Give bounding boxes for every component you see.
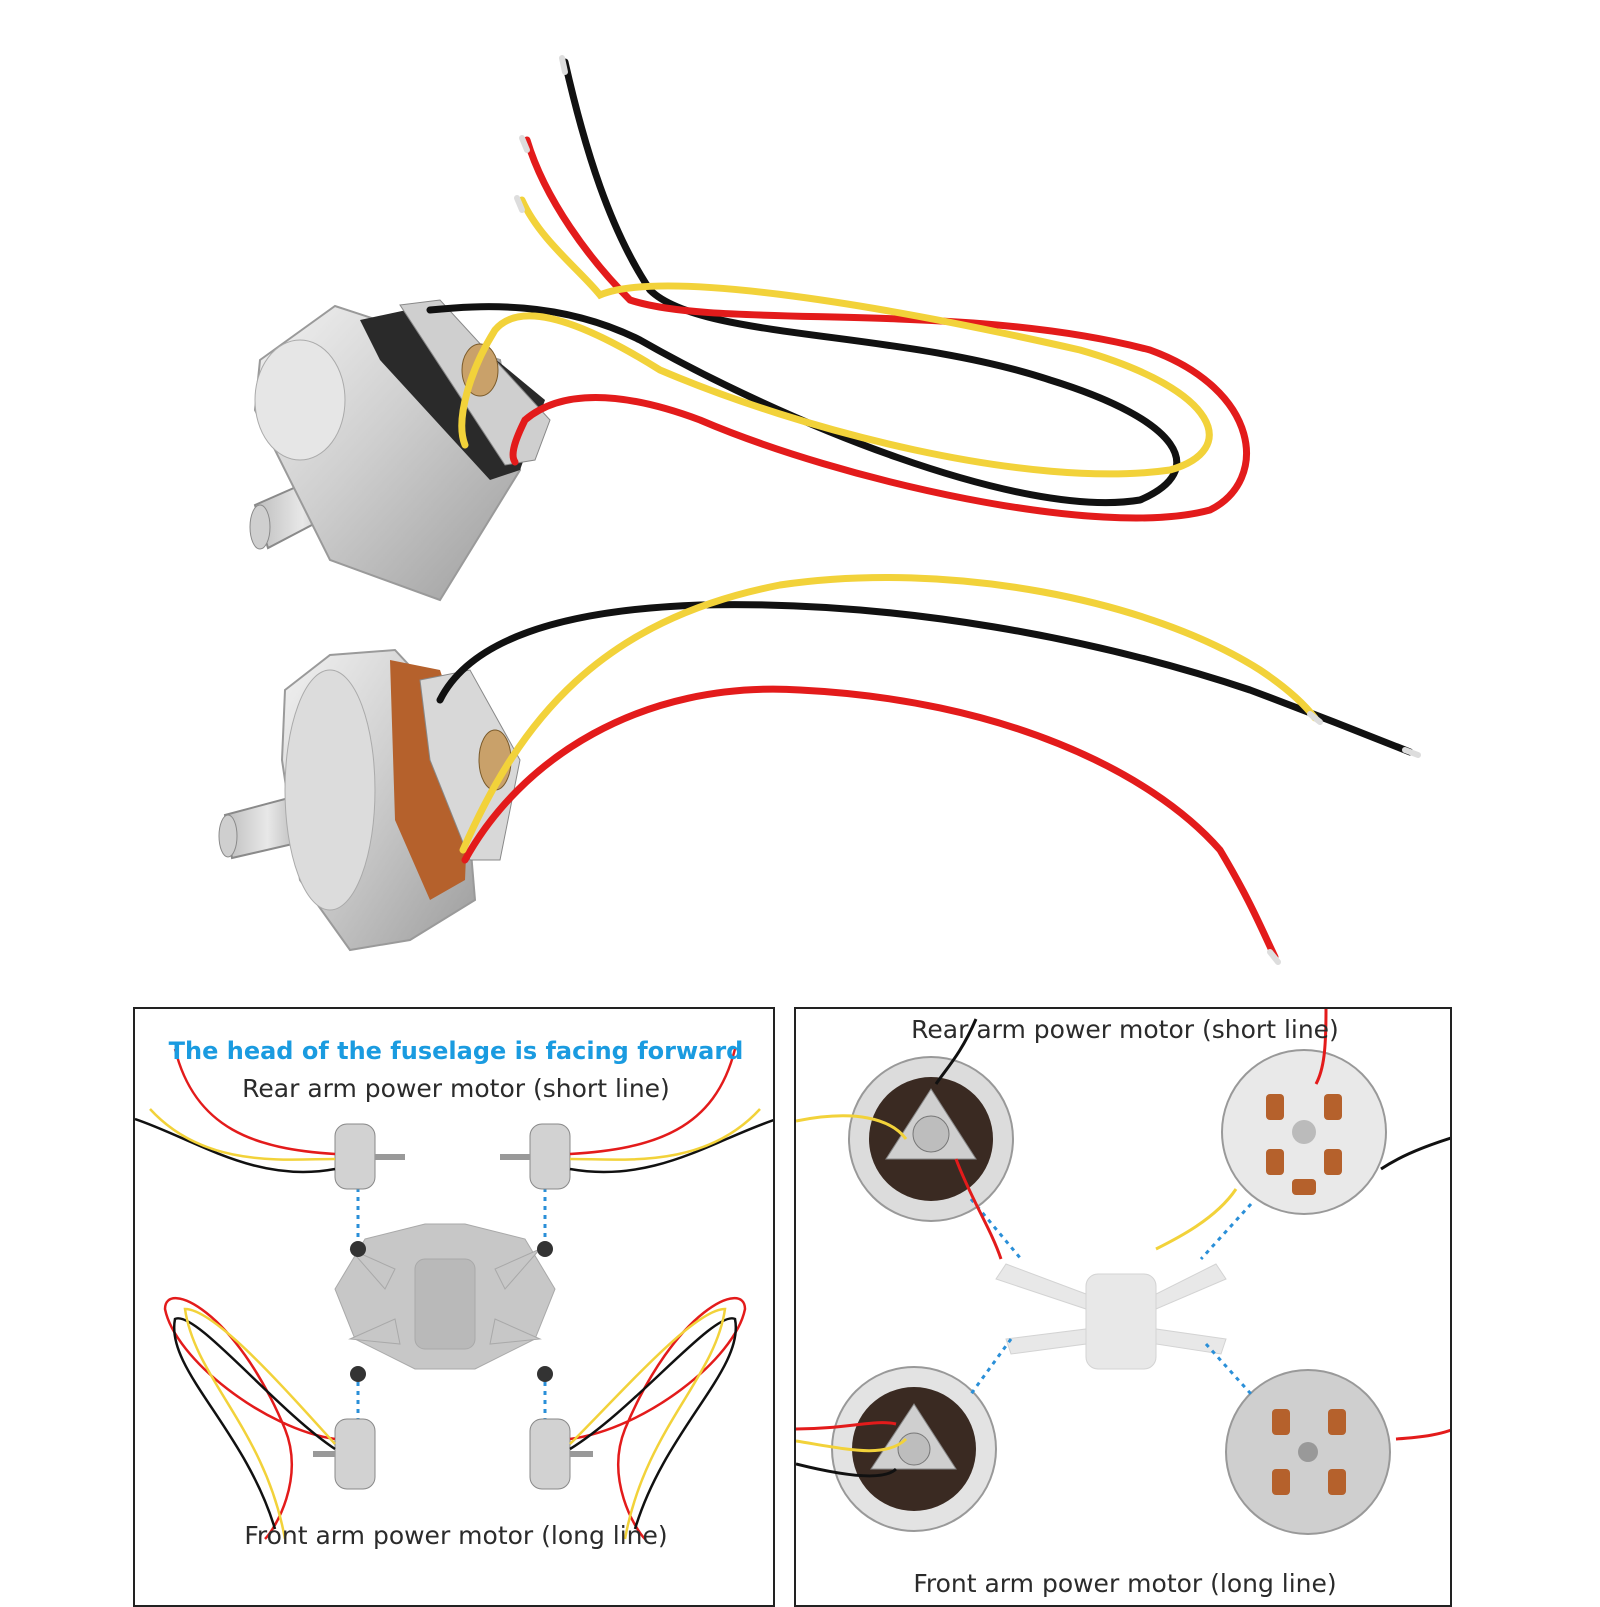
drone-top-view xyxy=(135,1048,773,1540)
fuselage-direction-heading: The head of the fuselage is facing forwa… xyxy=(168,1037,744,1065)
motor-short-line xyxy=(249,299,551,602)
closeup-motor-front-left xyxy=(831,1366,997,1532)
motor-photo xyxy=(218,55,1421,965)
drone-silhouette xyxy=(334,1223,556,1370)
installation-diagram-right: Rear arm power motor (short line) Front … xyxy=(794,1007,1452,1607)
rear-arm-label: Rear arm power motor (short line) xyxy=(242,1074,670,1103)
closeup-motor-rear-left xyxy=(848,1056,1014,1222)
motor-mount-dots xyxy=(350,1241,553,1382)
closeup-motor-front-right xyxy=(1225,1369,1391,1535)
drone-silhouette xyxy=(995,1263,1227,1370)
lower-wires xyxy=(436,574,1421,965)
installation-diagram-left: The head of the fuselage is facing forwa… xyxy=(133,1007,775,1607)
drone-angle-view xyxy=(796,1009,1450,1535)
front-arm-label: Front arm power motor (long line) xyxy=(244,1521,668,1550)
small-motors xyxy=(313,1123,593,1490)
rear-arm-label: Rear arm power motor (short line) xyxy=(911,1015,1339,1044)
diagram-wires xyxy=(135,1048,773,1540)
front-arm-label: Front arm power motor (long line) xyxy=(913,1569,1337,1598)
motor-long-line xyxy=(218,648,521,952)
closeup-motor-rear-right xyxy=(1221,1049,1387,1215)
diagram-wires xyxy=(796,1009,1450,1478)
guide-lines xyxy=(969,1198,1253,1396)
upper-wires xyxy=(426,55,1250,522)
